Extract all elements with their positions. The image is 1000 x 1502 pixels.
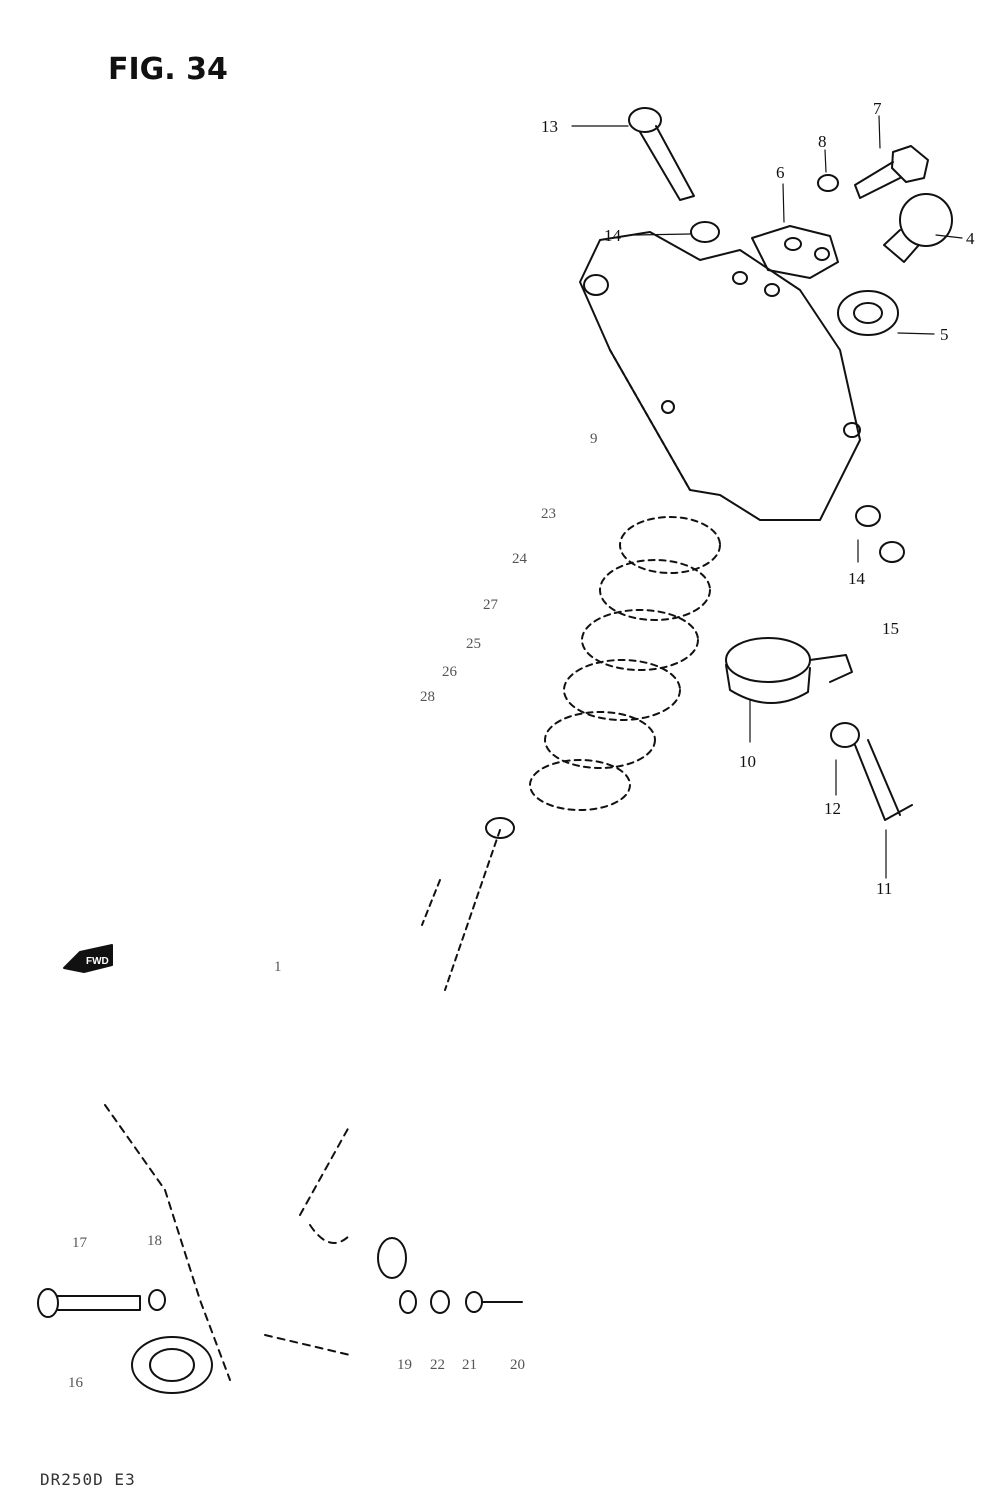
callout-11: 11 [876, 879, 893, 898]
callout-8: 8 [818, 132, 827, 151]
fwd-arrow-shape [63, 944, 113, 973]
washer-14-side-shape [855, 505, 881, 527]
small-parts-row-shape [377, 1237, 523, 1314]
leader-4 [935, 234, 963, 239]
bolt-11-shape [830, 722, 913, 821]
collar-10-shape [725, 637, 853, 704]
callout-20: 20 [510, 1357, 525, 1373]
lower-eye-shape [485, 817, 515, 839]
bolt-7-shape [854, 145, 929, 199]
washer-18-shape [148, 1289, 166, 1311]
callout-12: 12 [824, 799, 841, 818]
figure-title: FIG. 34 [108, 52, 228, 87]
callout-24: 24 [512, 551, 527, 567]
callout-28: 28 [420, 689, 435, 705]
callout-26: 26 [442, 664, 457, 680]
washer-14-top-shape [690, 221, 720, 243]
callout-13: 13 [541, 117, 558, 136]
washer-8-shape [817, 174, 839, 192]
callout-21: 21 [462, 1357, 477, 1373]
bolt-17-shape [37, 1288, 141, 1318]
callout-23: 23 [541, 506, 556, 522]
cap-4-shape [883, 193, 953, 263]
callout-4: 4 [966, 229, 975, 248]
callout-25: 25 [466, 636, 481, 652]
fwd-arrow-label: FWD [86, 956, 109, 967]
callout-27: 27 [483, 597, 498, 613]
shock-spring-shape [421, 516, 721, 991]
callout-18: 18 [147, 1233, 162, 1249]
leader-5 [897, 332, 935, 335]
callout-14-side: 14 [848, 569, 865, 588]
leader-7 [878, 115, 881, 149]
callout-1: 1 [274, 959, 282, 975]
upper-mount-shape [579, 231, 861, 521]
callout-10: 10 [739, 752, 756, 771]
model-code: DR250D E3 [40, 1470, 136, 1489]
callout-14-top: 14 [604, 226, 621, 245]
callout-5: 5 [940, 325, 949, 344]
bolt-13-shape [628, 107, 695, 201]
nut-15-shape [879, 541, 905, 563]
leader-14-top [633, 233, 691, 236]
clamp-6-shape [751, 225, 839, 279]
callout-16: 16 [68, 1375, 83, 1391]
bushing-16-shape [131, 1336, 213, 1394]
callout-15: 15 [882, 619, 899, 638]
callout-7: 7 [873, 99, 882, 118]
callout-6: 6 [776, 163, 785, 182]
callout-9: 9 [590, 431, 598, 447]
leader-8 [824, 149, 827, 173]
callout-17: 17 [72, 1235, 87, 1251]
callout-22: 22 [430, 1357, 445, 1373]
leader-6 [782, 183, 785, 223]
linkage-shape [104, 1104, 351, 1381]
washer-5-shape [837, 290, 899, 336]
callout-19: 19 [397, 1357, 412, 1373]
